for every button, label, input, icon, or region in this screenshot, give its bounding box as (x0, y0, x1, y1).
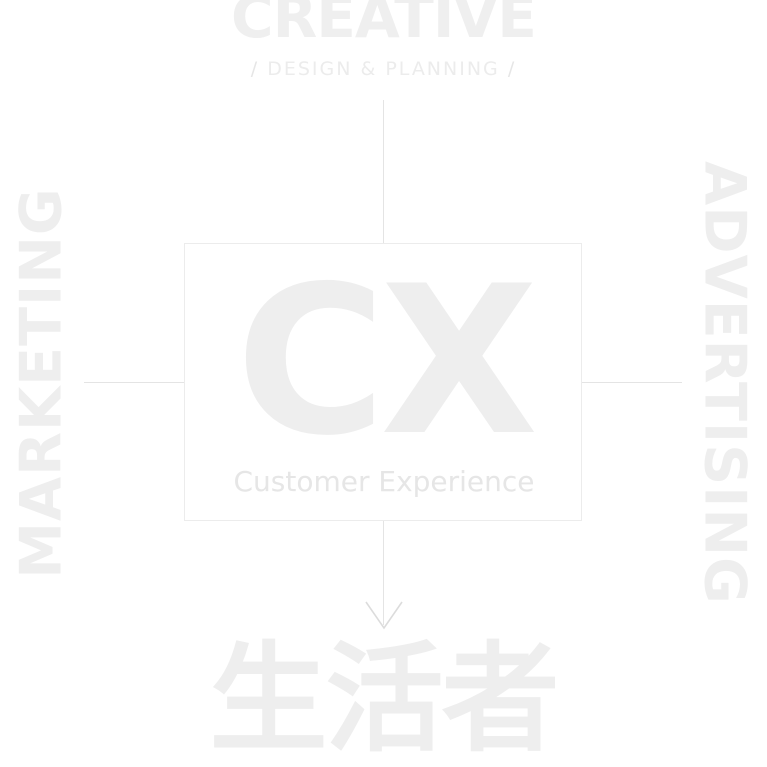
slash-left: / (250, 58, 260, 80)
center-subtitle: Customer Experience (233, 465, 535, 498)
center-box: CX Customer Experience (184, 243, 582, 521)
connector-top (383, 100, 384, 243)
connector-left (84, 382, 184, 383)
connector-right (582, 382, 682, 383)
arrow-down-icon (365, 601, 403, 630)
center-title: CX (235, 243, 539, 481)
slash-right: / (507, 58, 517, 80)
top-subtitle-row: / DESIGN & PLANNING / (0, 60, 767, 79)
top-subtitle: DESIGN & PLANNING (267, 58, 500, 80)
left-label: MARKETING (8, 187, 75, 579)
connector-bottom (383, 521, 384, 625)
top-title: CREATIVE (231, 0, 537, 51)
right-label: ADVERTISING (691, 161, 758, 605)
bottom-label: 生活者 (209, 630, 559, 767)
